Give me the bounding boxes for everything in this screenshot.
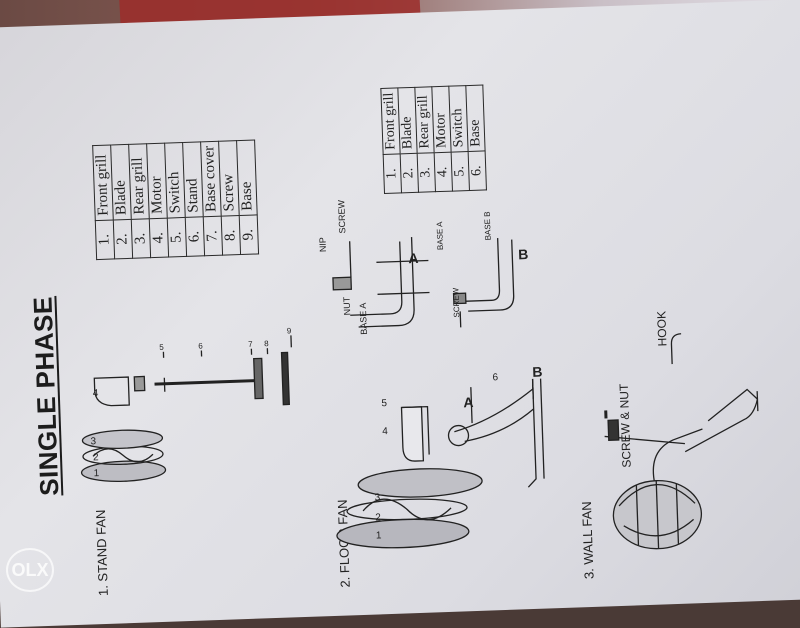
stand-fan-drawing — [78, 352, 292, 482]
stand-fan-callout-7: 7 — [248, 340, 253, 349]
floor-fan-drawing — [332, 379, 547, 550]
stand-fan-callout-9: 9 — [287, 326, 292, 335]
label-screw-small: SCREW — [451, 288, 461, 318]
stand-fan-callout-3: 1 — [93, 468, 99, 479]
label-screw-and-nut: SCREW & NUT — [617, 384, 634, 468]
label-a-detail: A — [408, 250, 419, 266]
floor-fan-callout-6: 6 — [492, 372, 498, 383]
floor-fan-callout-3: 3 — [374, 492, 380, 503]
stand-fan-callout-6: 6 — [198, 341, 203, 350]
stand-fan-callout-8: 8 — [264, 339, 269, 348]
stand-fan-callout-1: 3 — [90, 436, 96, 447]
label-screw-top: SCREW — [336, 200, 347, 234]
stand-fan-callout-2: 2 — [93, 452, 99, 463]
label-a-floor: A — [463, 394, 474, 410]
floor-fan-callout-1: 1 — [376, 530, 382, 541]
floor-fan-callout-5: 5 — [381, 398, 387, 409]
label-nip: NIP — [318, 237, 329, 252]
label-base-a-left: BASE A — [358, 303, 369, 335]
floor-fan-callout-2: 2 — [375, 512, 381, 523]
stand-fan-callout-4: 4 — [93, 388, 99, 399]
label-nut: NUT — [342, 297, 353, 316]
label-b-detail: B — [518, 246, 529, 262]
floor-fan-callout-4: 4 — [382, 426, 388, 437]
label-hook: HOOK — [654, 311, 669, 347]
label-base-a-right: BASE A — [435, 221, 445, 250]
stand-fan-callout-5: 5 — [159, 343, 164, 352]
label-base-b: BASE B — [483, 211, 493, 240]
olx-watermark-logo: OLX — [6, 548, 54, 592]
label-b-floor: B — [532, 364, 543, 380]
